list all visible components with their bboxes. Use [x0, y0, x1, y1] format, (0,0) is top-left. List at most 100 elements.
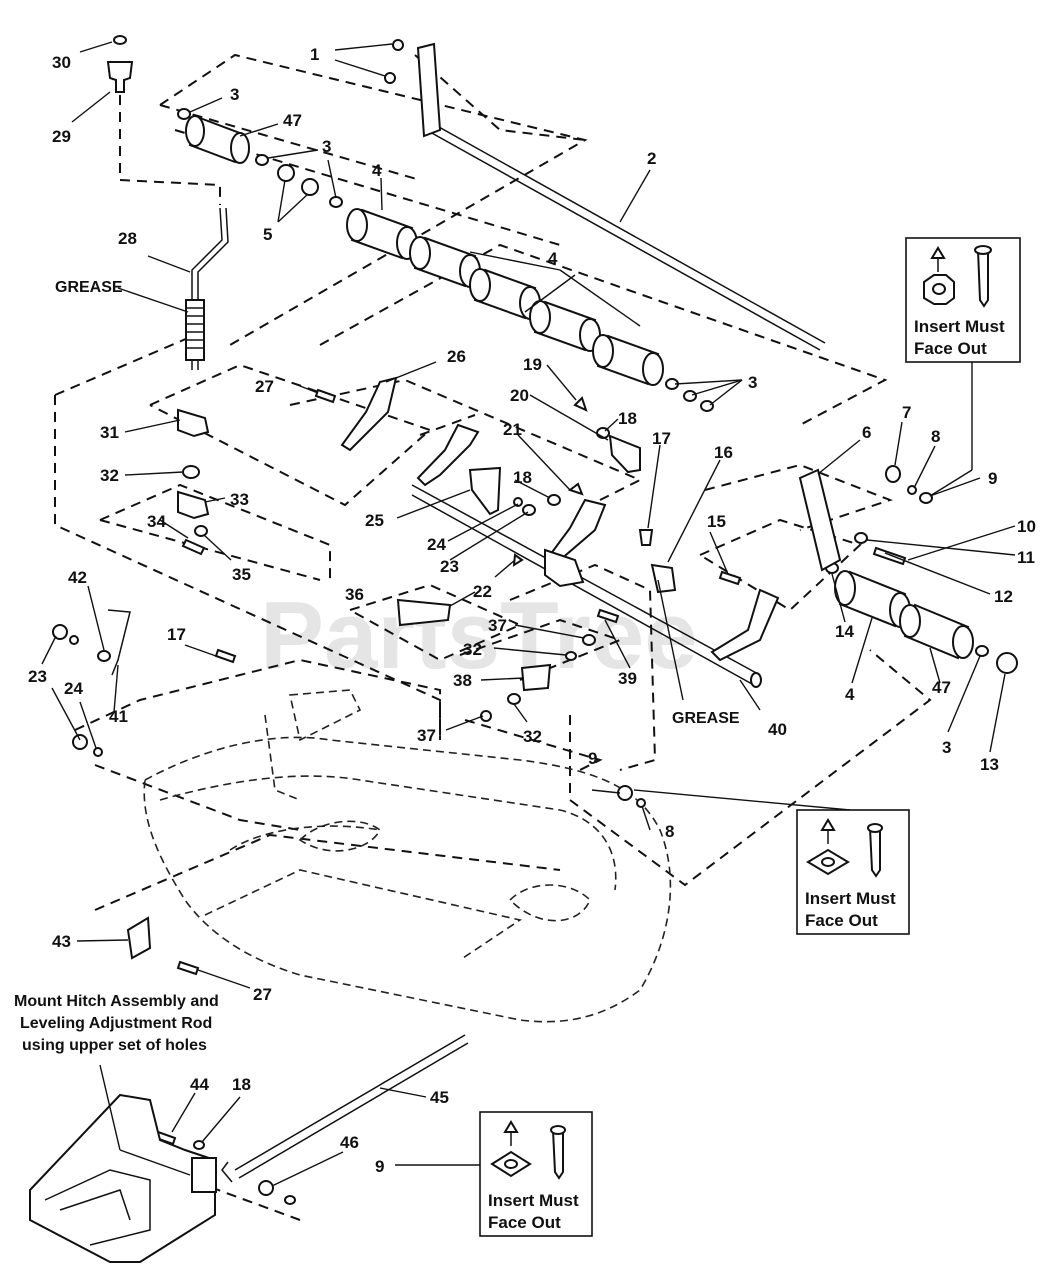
lever-arm: [548, 498, 607, 562]
part-label: 10: [1017, 517, 1036, 536]
part-label: 9: [588, 749, 597, 768]
callout-line-2: Face Out: [488, 1213, 561, 1232]
part-label: 8: [665, 822, 674, 841]
part-label: 8: [931, 427, 940, 446]
arrow-up-icon: [930, 246, 946, 259]
bracket-26: [340, 376, 398, 452]
part-label: 45: [430, 1088, 449, 1107]
mount-note-line-3: using upper set of holes: [22, 1037, 207, 1054]
part-label: 47: [283, 111, 302, 130]
part-label: 37: [488, 616, 507, 635]
part-label: 37: [417, 726, 436, 745]
callout-box-top: Insert Must Face Out: [905, 237, 1021, 363]
part-label: 4: [372, 161, 382, 180]
part-label: 25: [365, 511, 384, 530]
plate-25: [468, 466, 502, 516]
roller: [899, 603, 974, 660]
part-label: 18: [232, 1075, 251, 1094]
part-label: 17: [167, 625, 186, 644]
part-labels: 30 29 1 3 47 3 4 5 2 4 3 28 27 26 19 20 …: [28, 45, 1036, 1176]
grease-note-lower: GREASE: [672, 710, 740, 727]
part-label: 13: [980, 755, 999, 774]
part-label: 43: [52, 932, 71, 951]
watermark: PartsTree: [260, 582, 698, 689]
roller: [346, 208, 418, 260]
part-label: 39: [618, 669, 637, 688]
callout-box-bottom: Insert Must Face Out: [479, 1111, 593, 1237]
bolt-icon: [868, 827, 881, 878]
part-label: 20: [510, 386, 529, 405]
part-label: 19: [523, 355, 542, 374]
part-label: 40: [768, 720, 787, 739]
callout-line-1: Insert Must: [805, 889, 896, 908]
part-label: 7: [902, 403, 911, 422]
main-shafts: [185, 42, 826, 1183]
part-label: 3: [230, 85, 239, 104]
part-label: 44: [190, 1075, 209, 1094]
mower-deck-outline: [143, 689, 672, 1023]
part-label: 34: [147, 512, 166, 531]
part-label: 32: [523, 727, 542, 746]
part-label: 9: [375, 1157, 384, 1176]
rod-bracket: [416, 42, 442, 138]
bracket-20: [608, 434, 641, 474]
part-label: 36: [345, 585, 364, 604]
part-label: 41: [109, 707, 128, 726]
bracket-36: [396, 598, 452, 627]
part-label: 22: [473, 582, 492, 601]
part-label: 27: [255, 377, 274, 396]
brackets: [29, 376, 842, 1263]
part-label: 29: [52, 127, 71, 146]
part-label: 32: [463, 640, 482, 659]
part-label: 14: [835, 622, 854, 641]
part-label: 23: [28, 667, 47, 686]
part-label: 12: [994, 587, 1013, 606]
leader-lines: [41, 41, 1016, 1187]
part-label: 27: [253, 985, 272, 1004]
part-label: 17: [652, 429, 671, 448]
part-label: 3: [322, 137, 331, 156]
part-label: 46: [340, 1133, 359, 1152]
part-label: 1: [310, 45, 319, 64]
hitch-plate: [191, 1157, 217, 1193]
roller: [529, 300, 601, 352]
bracket-38: [520, 663, 552, 692]
part-label: 9: [988, 469, 997, 488]
mount-note-line-1: Mount Hitch Assembly and: [14, 993, 219, 1010]
part-label: 4: [845, 685, 855, 704]
notes: GREASE GREASE Mount Hitch Assembly and L…: [14, 279, 740, 1054]
roller: [409, 236, 481, 288]
part-label: 38: [453, 671, 472, 690]
hardware: [52, 35, 1018, 1205]
bolt-icon: [551, 1129, 564, 1180]
roller: [185, 115, 250, 164]
part-label: 30: [52, 53, 71, 72]
part-label: 3: [942, 738, 951, 757]
part-label: 26: [447, 347, 466, 366]
part-label: 16: [714, 443, 733, 462]
callout-line-2: Face Out: [805, 911, 878, 930]
arm-40: [710, 588, 780, 662]
roller: [469, 268, 541, 320]
part-label: 5: [263, 225, 272, 244]
part-label: 6: [862, 423, 871, 442]
callout-box-middle: Insert Must Face Out: [796, 809, 910, 935]
part-label: 21: [503, 420, 522, 439]
bracket-25: [416, 423, 480, 487]
lift-link-6: [798, 468, 842, 572]
part-label: 4: [548, 249, 558, 268]
part-label: 33: [230, 490, 249, 509]
callout-line-1: Insert Must: [914, 317, 1005, 336]
part-label: 24: [64, 679, 83, 698]
grease-note-upper: GREASE: [55, 279, 123, 296]
bolt-icon: [976, 249, 989, 308]
part-label: 3: [748, 373, 757, 392]
part-label: 18: [513, 468, 532, 487]
roller-group: [185, 115, 974, 660]
bracket-16: [650, 563, 677, 594]
part-label: 11: [1017, 548, 1035, 567]
fitting-33: [177, 490, 210, 520]
fitting-31: [177, 408, 210, 438]
part-label: 15: [707, 512, 726, 531]
roller: [592, 334, 664, 386]
